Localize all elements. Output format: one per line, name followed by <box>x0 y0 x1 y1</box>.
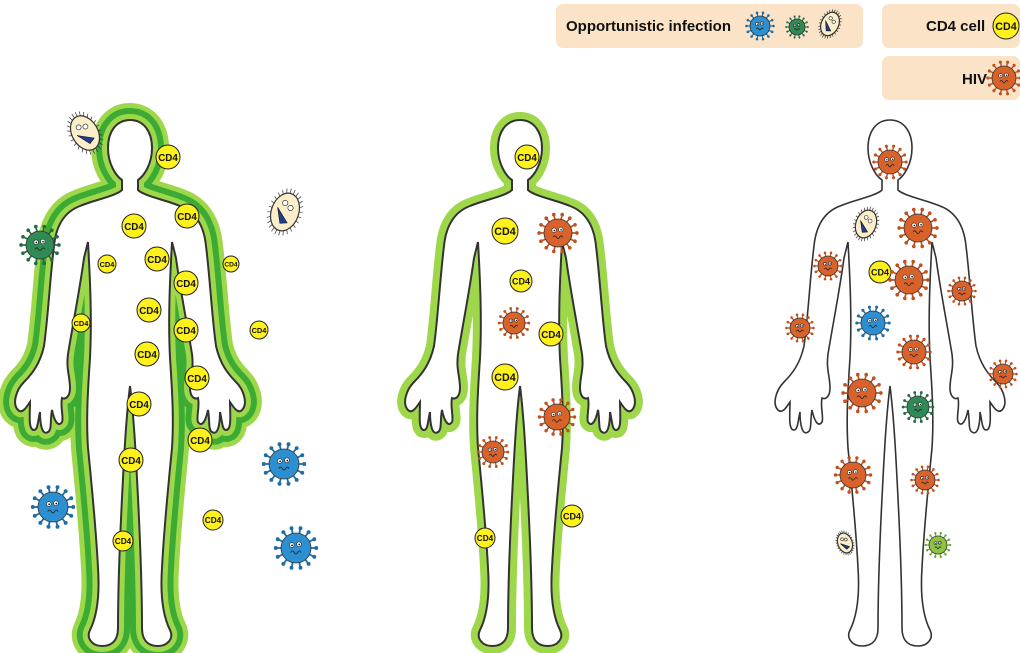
svg-text:CD4: CD4 <box>129 400 149 411</box>
cd4-cell: CD4 <box>561 505 583 527</box>
svg-text:CD4: CD4 <box>187 374 207 385</box>
cd4-cell: CD4 <box>492 364 518 390</box>
svg-text:CD4: CD4 <box>541 330 561 341</box>
svg-text:CD4: CD4 <box>100 260 116 269</box>
svg-text:CD4: CD4 <box>494 372 515 384</box>
svg-text:CD4: CD4 <box>252 326 268 335</box>
svg-text:CD4: CD4 <box>176 279 196 290</box>
svg-text:CD4: CD4 <box>871 268 889 278</box>
svg-text:CD4: CD4 <box>147 255 167 266</box>
cd4-cell: CD4 <box>135 342 159 366</box>
protozoa-germ <box>261 183 310 240</box>
cd4-cell: CD4 <box>250 321 268 339</box>
cd4-cell: CD4 <box>127 392 151 416</box>
cd4-cell: CD4 <box>119 448 143 472</box>
cd4-cell: CD4 <box>174 318 198 342</box>
svg-text:CD4: CD4 <box>74 319 90 328</box>
cd4-cell: CD4 <box>72 314 90 332</box>
cd4-cell: CD4 <box>174 271 198 295</box>
svg-text:CD4: CD4 <box>177 212 197 223</box>
svg-text:CD4: CD4 <box>124 222 144 233</box>
blue-germ <box>31 485 75 528</box>
figure-healthy <box>15 120 245 646</box>
cd4-cell: CD4 <box>492 218 518 244</box>
svg-text:CD4: CD4 <box>563 512 581 522</box>
legend: Opportunistic infection CD4 cell CD4 HIV <box>556 4 1020 100</box>
svg-text:CD4: CD4 <box>494 226 515 238</box>
figure-aids <box>775 120 1005 646</box>
svg-text:CD4: CD4 <box>517 153 537 164</box>
svg-text:CD4: CD4 <box>176 326 196 337</box>
cd4-cell: CD4 <box>475 528 495 548</box>
svg-text:CD4: CD4 <box>139 306 159 317</box>
svg-text:CD4: CD4 <box>121 456 141 467</box>
cd4-cell: CD4 <box>113 531 133 551</box>
cd4-cell: CD4 <box>223 256 239 272</box>
svg-text:CD4: CD4 <box>137 350 157 361</box>
cd4-cell: CD4 <box>539 322 563 346</box>
cd4-cell: CD4 <box>175 204 199 228</box>
svg-text:CD4: CD4 <box>190 436 210 447</box>
svg-text:CD4: CD4 <box>512 277 530 287</box>
svg-text:CD4: CD4 <box>477 534 494 543</box>
cd4-cell: CD4 <box>869 261 891 283</box>
figure-early-infection <box>405 120 635 646</box>
svg-text:CD4: CD4 <box>995 21 1016 33</box>
cd4-cell: CD4 <box>145 247 169 271</box>
cd4-cell: CD4 <box>515 145 539 169</box>
cd4-cell: CD4 <box>185 366 209 390</box>
legend-cd4-icon: CD4 <box>993 13 1019 39</box>
legend-cd4-label: CD4 cell <box>926 18 985 35</box>
legend-opportunistic-label: Opportunistic infection <box>566 18 731 35</box>
cd4-cell: CD4 <box>137 298 161 322</box>
svg-text:CD4: CD4 <box>224 262 238 269</box>
cd4-cell: CD4 <box>203 510 223 530</box>
cd4-cell: CD4 <box>188 428 212 452</box>
legend-hiv-label: HIV <box>962 71 987 88</box>
protozoa-germ <box>832 528 858 558</box>
svg-text:CD4: CD4 <box>205 516 222 525</box>
cd4-cell: CD4 <box>993 13 1019 39</box>
cd4-cell: CD4 <box>156 145 180 169</box>
blue-germ <box>274 526 318 569</box>
cd4-cell: CD4 <box>122 214 146 238</box>
cd4-cell: CD4 <box>98 255 116 273</box>
blue-germ <box>262 442 306 485</box>
svg-text:CD4: CD4 <box>115 537 132 546</box>
svg-text:CD4: CD4 <box>158 153 178 164</box>
lime-germ <box>925 532 952 558</box>
cd4-cell: CD4 <box>510 270 532 292</box>
